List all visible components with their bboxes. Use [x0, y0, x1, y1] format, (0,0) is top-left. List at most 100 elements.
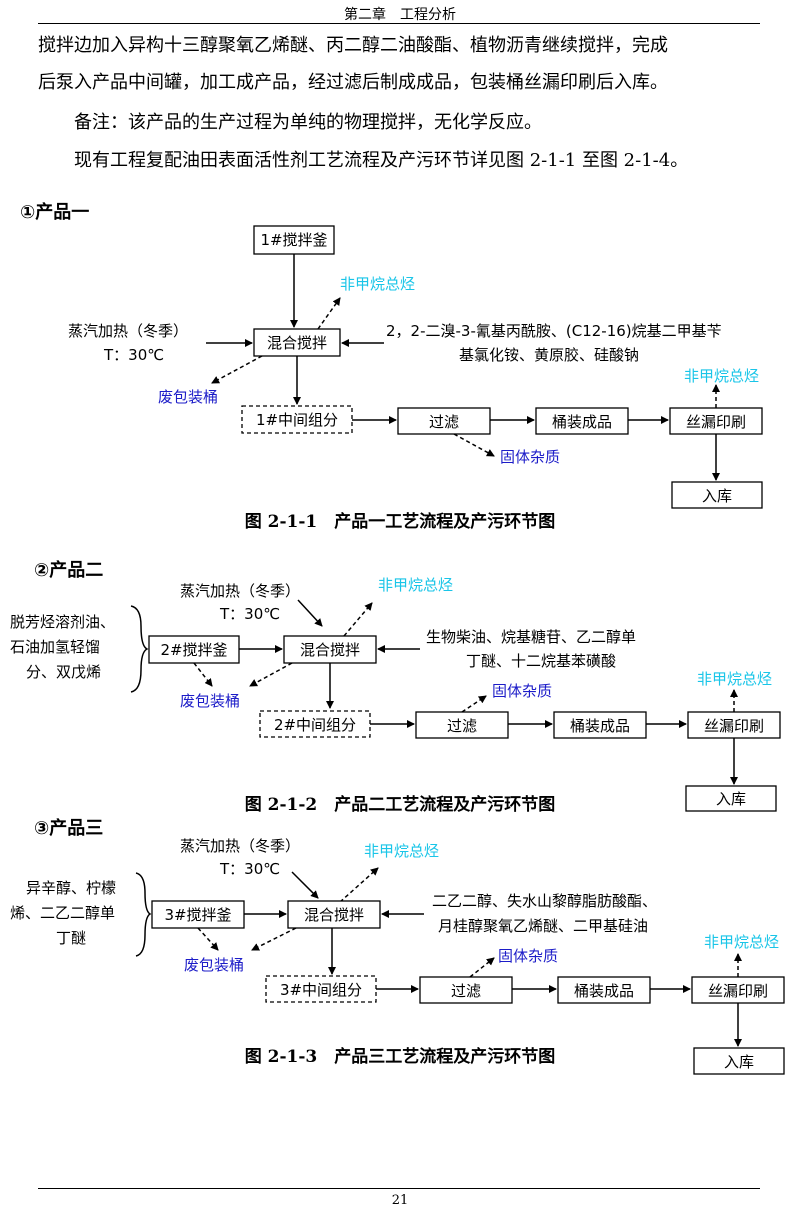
- page-number: 21: [391, 1193, 409, 1208]
- printing-label: 丝漏印刷: [708, 982, 768, 1000]
- figure-caption: 图 2-1-3 产品三工艺流程及产污环节图: [244, 1047, 556, 1067]
- storage-label: 入库: [716, 790, 746, 808]
- packing-box: [553, 711, 647, 739]
- storage-label: 入库: [724, 1053, 754, 1071]
- chapter-header: 第二章 工程分析: [344, 7, 456, 23]
- steam-label: 蒸汽加热（冬季）: [180, 837, 300, 855]
- raw-material-brace: [130, 605, 149, 693]
- filter-box: [419, 976, 513, 1004]
- filter-label: 过滤: [451, 982, 481, 1000]
- intermediate-label: 1#中间组分: [256, 411, 338, 429]
- diagram-product3: 蒸汽加热（冬季） T：30℃ 非甲烷总烃 异辛醇、柠檬 烯、二乙二醇单 丁醚 3…: [10, 837, 785, 1075]
- tank-box: [148, 635, 240, 664]
- raw-material-label: 脱芳烃溶剂油、: [10, 613, 115, 631]
- solid-impurity-label: 固体杂质: [500, 448, 560, 466]
- figure-caption: 图 2-1-2 产品二工艺流程及产污环节图: [244, 795, 556, 815]
- raw-material-label: 丁醚: [56, 929, 86, 947]
- arrow-mixer-emission: [339, 867, 379, 903]
- solid-impurity-label: 固体杂质: [492, 682, 552, 700]
- steam-label: 蒸汽加热（冬季）: [68, 322, 188, 340]
- packing-box: [557, 976, 651, 1004]
- additives-label: 生物柴油、烷基糖苷、乙二醇单: [426, 628, 636, 646]
- solid-impurity-label: 固体杂质: [498, 947, 558, 965]
- arrow-mixer-emission: [317, 297, 341, 330]
- arrow-filter-solids: [453, 433, 495, 457]
- arrow-mixer-waste: [211, 355, 263, 384]
- waste-drum-label: 废包装桶: [184, 956, 244, 974]
- tank-label: 1#搅拌釜: [260, 231, 327, 249]
- raw-material-brace: [135, 872, 152, 957]
- printing-box: [687, 711, 781, 739]
- arrow-steam-to-mixer: [297, 599, 323, 627]
- mixer-label: 混合搅拌: [267, 334, 327, 352]
- arrow-mixer-waste: [251, 927, 297, 951]
- arrow-mixer-waste: [249, 662, 293, 687]
- additives-label: 2，2-二溴-3-氰基丙酰胺、(C12-16)烷基二甲基苄: [386, 322, 722, 340]
- steam-temp-label: T：30℃: [219, 860, 280, 878]
- emission-label: 非甲烷总烃: [704, 933, 779, 951]
- product2-title: ②产品二: [34, 560, 104, 581]
- footer-rule: [38, 1188, 760, 1189]
- arrow-tank-waste: [193, 662, 213, 687]
- steam-label: 蒸汽加热（冬季）: [180, 582, 300, 600]
- arrow-tank-waste: [197, 927, 219, 951]
- additives-label: 二乙二醇、失水山黎醇脂肪酸酯、: [432, 892, 657, 910]
- mixer-label: 混合搅拌: [300, 641, 360, 659]
- tank-box: [253, 225, 335, 255]
- header-rule: [38, 23, 760, 24]
- additives-label: 丁醚、十二烷基苯磺酸: [466, 652, 616, 670]
- intermediate-label: 2#中间组分: [274, 716, 356, 734]
- printing-label: 丝漏印刷: [704, 717, 764, 735]
- waste-drum-label: 废包装桶: [180, 692, 240, 710]
- mixer-box: [283, 635, 377, 664]
- mixer-label: 混合搅拌: [304, 906, 364, 924]
- storage-box: [693, 1047, 785, 1075]
- emission-label: 非甲烷总烃: [697, 670, 772, 688]
- filter-label: 过滤: [447, 717, 477, 735]
- tank-label: 2#搅拌釜: [160, 641, 227, 659]
- mixer-box: [287, 900, 381, 929]
- arrow-filter-solids: [461, 695, 487, 713]
- raw-material-label: 分、双戊烯: [26, 663, 101, 681]
- emission-label: 非甲烷总烃: [684, 367, 759, 385]
- intermediate-box: [259, 710, 371, 738]
- filter-label: 过滤: [429, 413, 459, 431]
- waste-drum-label: 废包装桶: [158, 388, 218, 406]
- steam-temp-label: T：30℃: [219, 605, 280, 623]
- figure-caption: 图 2-1-1 产品一工艺流程及产污环节图: [244, 512, 556, 532]
- emission-label: 非甲烷总烃: [364, 842, 439, 860]
- mixer-box: [253, 328, 341, 357]
- paragraph-line: 后泵入产品中间罐，加工成产品，经过滤后制成成品，包装桶丝漏印刷后入库。: [38, 72, 668, 93]
- packing-label: 桶装成品: [570, 717, 630, 735]
- storage-box: [671, 481, 763, 509]
- filter-box: [397, 407, 491, 435]
- emission-label: 非甲烷总烃: [378, 576, 453, 594]
- raw-material-label: 石油加氢轻馏: [10, 638, 100, 656]
- filter-box: [415, 711, 509, 739]
- printing-label: 丝漏印刷: [686, 413, 746, 431]
- arrow-steam-to-mixer: [291, 871, 319, 899]
- printing-box: [669, 407, 763, 435]
- tank-label: 3#搅拌釜: [164, 906, 231, 924]
- paragraph-line: 搅拌边加入异构十三醇聚氧乙烯醚、丙二醇二油酸酯、植物沥青继续搅拌，完成: [38, 35, 668, 56]
- arrow-mixer-emission: [343, 602, 373, 637]
- diagram-product1: 1#搅拌釜 混合搅拌 蒸汽加热（冬季） T：30℃ 2，2-二溴-3-氰基丙酰胺…: [68, 225, 763, 509]
- product3-title: ③产品三: [34, 818, 104, 839]
- packing-label: 桶装成品: [552, 413, 612, 431]
- storage-box: [685, 785, 777, 812]
- raw-material-label: 烯、二乙二醇单: [10, 904, 115, 922]
- storage-label: 入库: [702, 487, 732, 505]
- intermediate-label: 3#中间组分: [280, 981, 362, 999]
- additives-label: 基氯化铵、黄原胶、硅酸钠: [459, 346, 639, 364]
- packing-box: [535, 407, 629, 435]
- arrow-filter-solids: [469, 957, 495, 978]
- product1-title: ①产品一: [20, 202, 90, 223]
- intro-line: 现有工程复配油田表面活性剂工艺流程及产污环节详见图 2-1-1 至图 2-1-4…: [74, 150, 689, 171]
- packing-label: 桶装成品: [574, 982, 634, 1000]
- raw-material-label: 异辛醇、柠檬: [26, 879, 116, 897]
- emission-label: 非甲烷总烃: [340, 275, 415, 293]
- additives-label: 月桂醇聚氧乙烯醚、二甲基硅油: [438, 917, 648, 935]
- note-line: 备注：该产品的生产过程为单纯的物理搅拌，无化学反应。: [74, 112, 542, 133]
